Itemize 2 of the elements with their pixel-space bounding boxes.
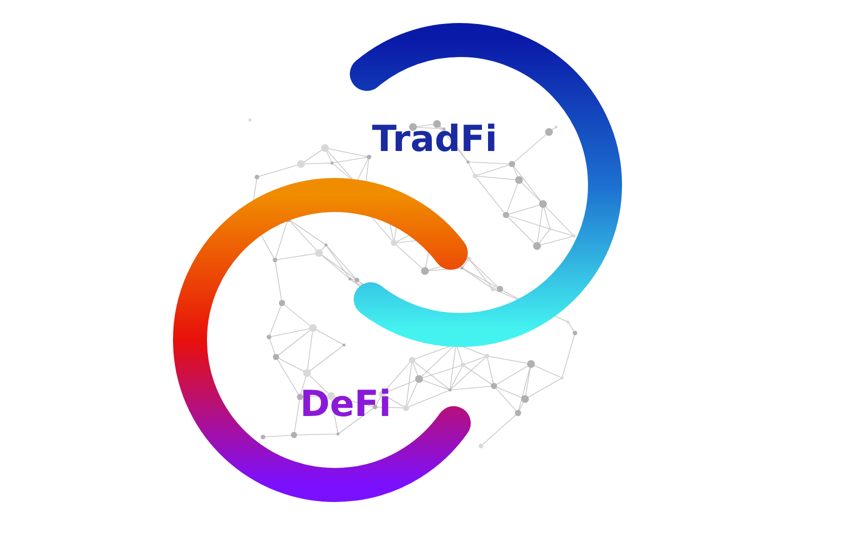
ring-label: DeFi — [300, 387, 392, 423]
ring-label: TradFi — [372, 122, 498, 158]
